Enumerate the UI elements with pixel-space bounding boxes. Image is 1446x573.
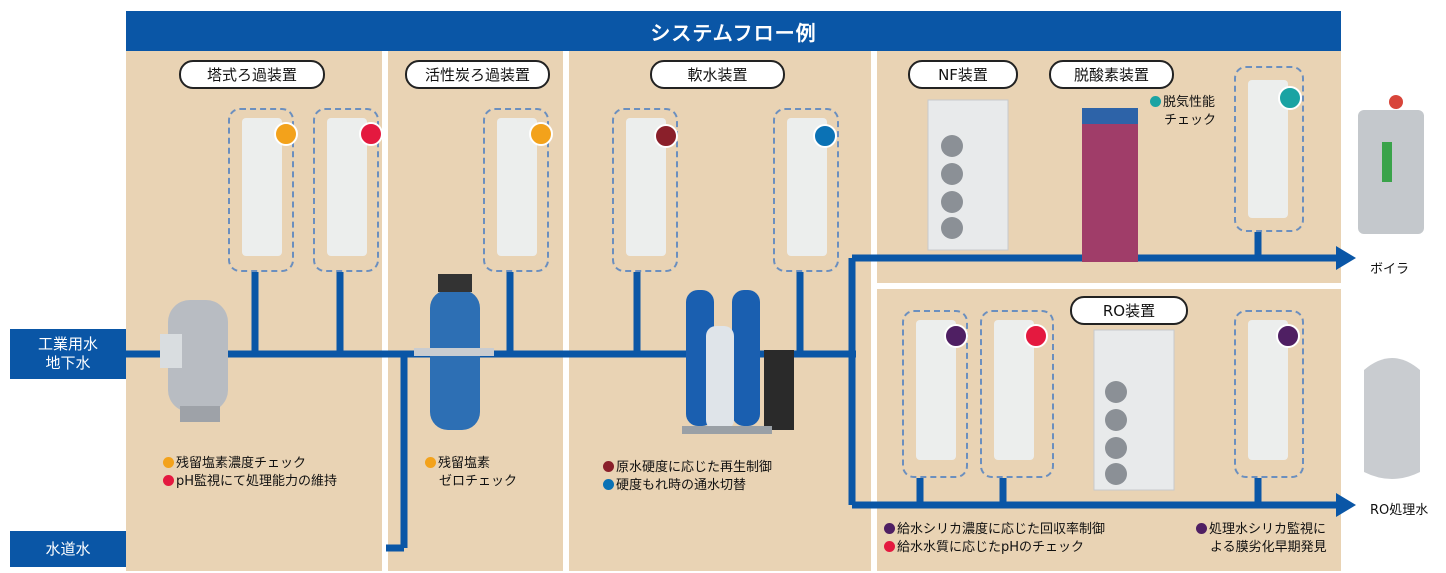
analyzer-hardness-2 <box>773 108 839 272</box>
output-boiler-label: ボイラ <box>1370 262 1410 277</box>
analyzer-silica-feed <box>902 310 968 478</box>
notes-tower-filter: 残留塩素濃度チェック pH監視にて処理能力の維持 <box>163 455 337 491</box>
analyzer-ph-1 <box>313 108 383 272</box>
diagram-title: システムフロー例 <box>126 11 1341 51</box>
input-city-water: 水道水 <box>10 531 126 567</box>
label-deoxygen: 脱酸素装置 <box>1049 60 1174 89</box>
analyzer-silica-treated <box>1234 310 1304 478</box>
analyzer-ph-feed <box>980 310 1054 478</box>
bullet-teal <box>1150 96 1161 107</box>
label-carbon-filter: 活性炭ろ過装置 <box>405 60 550 89</box>
note-ph-monitor: pH監視にて処理能力の維持 <box>163 473 337 491</box>
note-silica-monitor: 処理水シリカ監視に <box>1196 521 1327 539</box>
status-dot-orange <box>274 122 298 146</box>
analyzer-oxygen <box>1234 66 1304 232</box>
arrow-boiler <box>1336 246 1356 270</box>
notes-deoxygen: 脱気性能 チェック <box>1150 94 1216 130</box>
carbon-filter-image <box>414 274 494 430</box>
notes-ro-treated: 処理水シリカ監視に よる膜劣化早期発見 <box>1196 521 1327 557</box>
input-industrial-water: 工業用水 地下水 <box>10 329 126 379</box>
notes-softener: 原水硬度に応じた再生制御 硬度もれ時の通水切替 <box>603 459 772 495</box>
bullet-orange <box>163 457 174 468</box>
note-zero-chlorine: 残留塩素 <box>425 455 517 473</box>
notes-carbon-filter: 残留塩素 ゼロチェック <box>425 455 517 491</box>
ro-unit-image <box>1093 329 1175 491</box>
notes-ro-feed: 給水シリカ濃度に応じた回収率制御 給水水質に応じたpHのチェック <box>884 521 1105 557</box>
note-degas-check: チェック <box>1164 113 1217 128</box>
status-dot-purple <box>944 324 968 348</box>
status-dot-red <box>1024 324 1048 348</box>
bullet-brown <box>603 461 614 472</box>
nf-unit-image <box>927 99 1009 251</box>
status-dot-purple <box>1276 324 1300 348</box>
status-dot-brown <box>654 124 678 148</box>
bullet-blue <box>603 479 614 490</box>
bullet-red <box>884 541 895 552</box>
analyzer-chlorine-1 <box>228 108 298 272</box>
analyzer-chlorine-2 <box>483 108 553 272</box>
note-regeneration: 原水硬度に応じた再生制御 <box>603 459 772 477</box>
status-dot-teal <box>1278 86 1302 110</box>
label-nf: NF装置 <box>908 60 1018 89</box>
arrow-ro-water <box>1336 493 1356 517</box>
tower-filter-image <box>160 300 228 422</box>
softener-image <box>682 290 794 434</box>
note-membrane: よる膜劣化早期発見 <box>1210 540 1327 555</box>
status-dot-blue <box>813 124 837 148</box>
label-tower-filter: 塔式ろ過装置 <box>179 60 325 89</box>
note-degas: 脱気性能 <box>1150 94 1216 112</box>
deoxygenator-image <box>1082 108 1138 262</box>
industrial-water-label: 工業用水 <box>37 335 98 353</box>
status-dot-red <box>359 122 383 146</box>
note-recovery-control: 給水シリカ濃度に応じた回収率制御 <box>884 521 1105 539</box>
note-switchover: 硬度もれ時の通水切替 <box>603 477 772 495</box>
note-ph-check: 給水水質に応じたpHのチェック <box>884 539 1105 557</box>
boiler-image <box>1358 95 1424 234</box>
bullet-purple <box>1196 523 1207 534</box>
status-dot-orange <box>529 122 553 146</box>
bullet-purple <box>884 523 895 534</box>
ro-tank-image <box>1364 358 1420 479</box>
bullet-red <box>163 475 174 486</box>
bullet-orange <box>425 457 436 468</box>
label-softener: 軟水装置 <box>650 60 785 89</box>
note-zero-check: ゼロチェック <box>439 474 518 489</box>
city-water-label: 水道水 <box>45 539 91 558</box>
groundwater-label: 地下水 <box>45 354 91 372</box>
analyzer-hardness-1 <box>612 108 678 272</box>
label-ro: RO装置 <box>1070 296 1188 325</box>
output-ro-water-label: RO処理水 <box>1370 503 1429 518</box>
note-chlorine-check: 残留塩素濃度チェック <box>163 455 337 473</box>
